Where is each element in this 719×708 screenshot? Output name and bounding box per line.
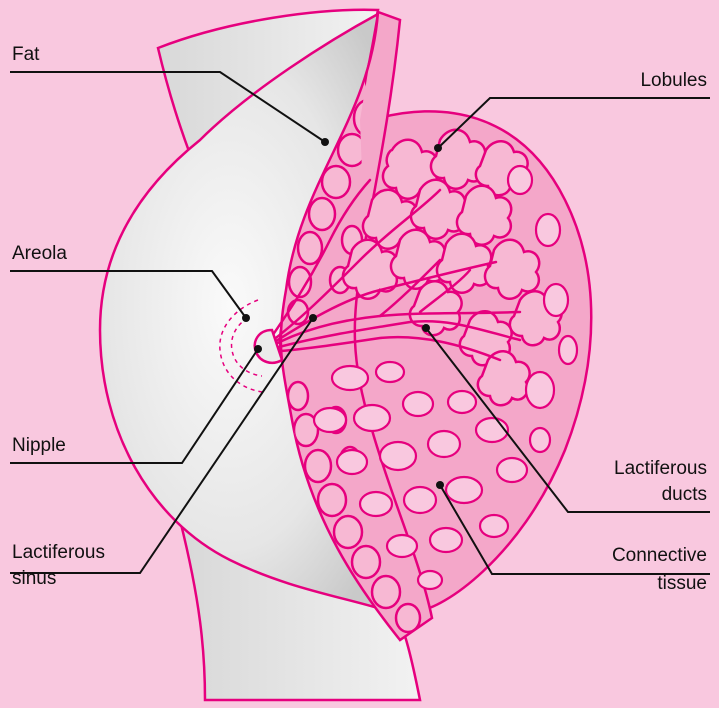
label-fat: Fat xyxy=(12,42,39,68)
dot-lactiferous-ducts xyxy=(422,324,430,332)
label-areola: Areola xyxy=(12,241,67,267)
label-lobules: Lobules xyxy=(640,68,707,94)
label-lactiferous-ducts-line2: ducts xyxy=(662,482,707,508)
label-nipple: Nipple xyxy=(12,433,66,459)
dot-connective-tissue xyxy=(436,481,444,489)
dot-areola xyxy=(242,314,250,322)
label-connective-tissue-line1: Connective xyxy=(612,543,707,569)
label-lactiferous-sinus-line2: sinus xyxy=(12,566,56,592)
label-lactiferous-sinus-line1: Lactiferous xyxy=(12,540,105,566)
label-connective-tissue-line2: tissue xyxy=(657,571,707,597)
dot-lobules xyxy=(434,144,442,152)
dot-fat xyxy=(321,138,329,146)
dot-lactiferous-sinus xyxy=(309,314,317,322)
label-lactiferous-ducts-line1: Lactiferous xyxy=(614,456,707,482)
dot-nipple xyxy=(254,345,262,353)
